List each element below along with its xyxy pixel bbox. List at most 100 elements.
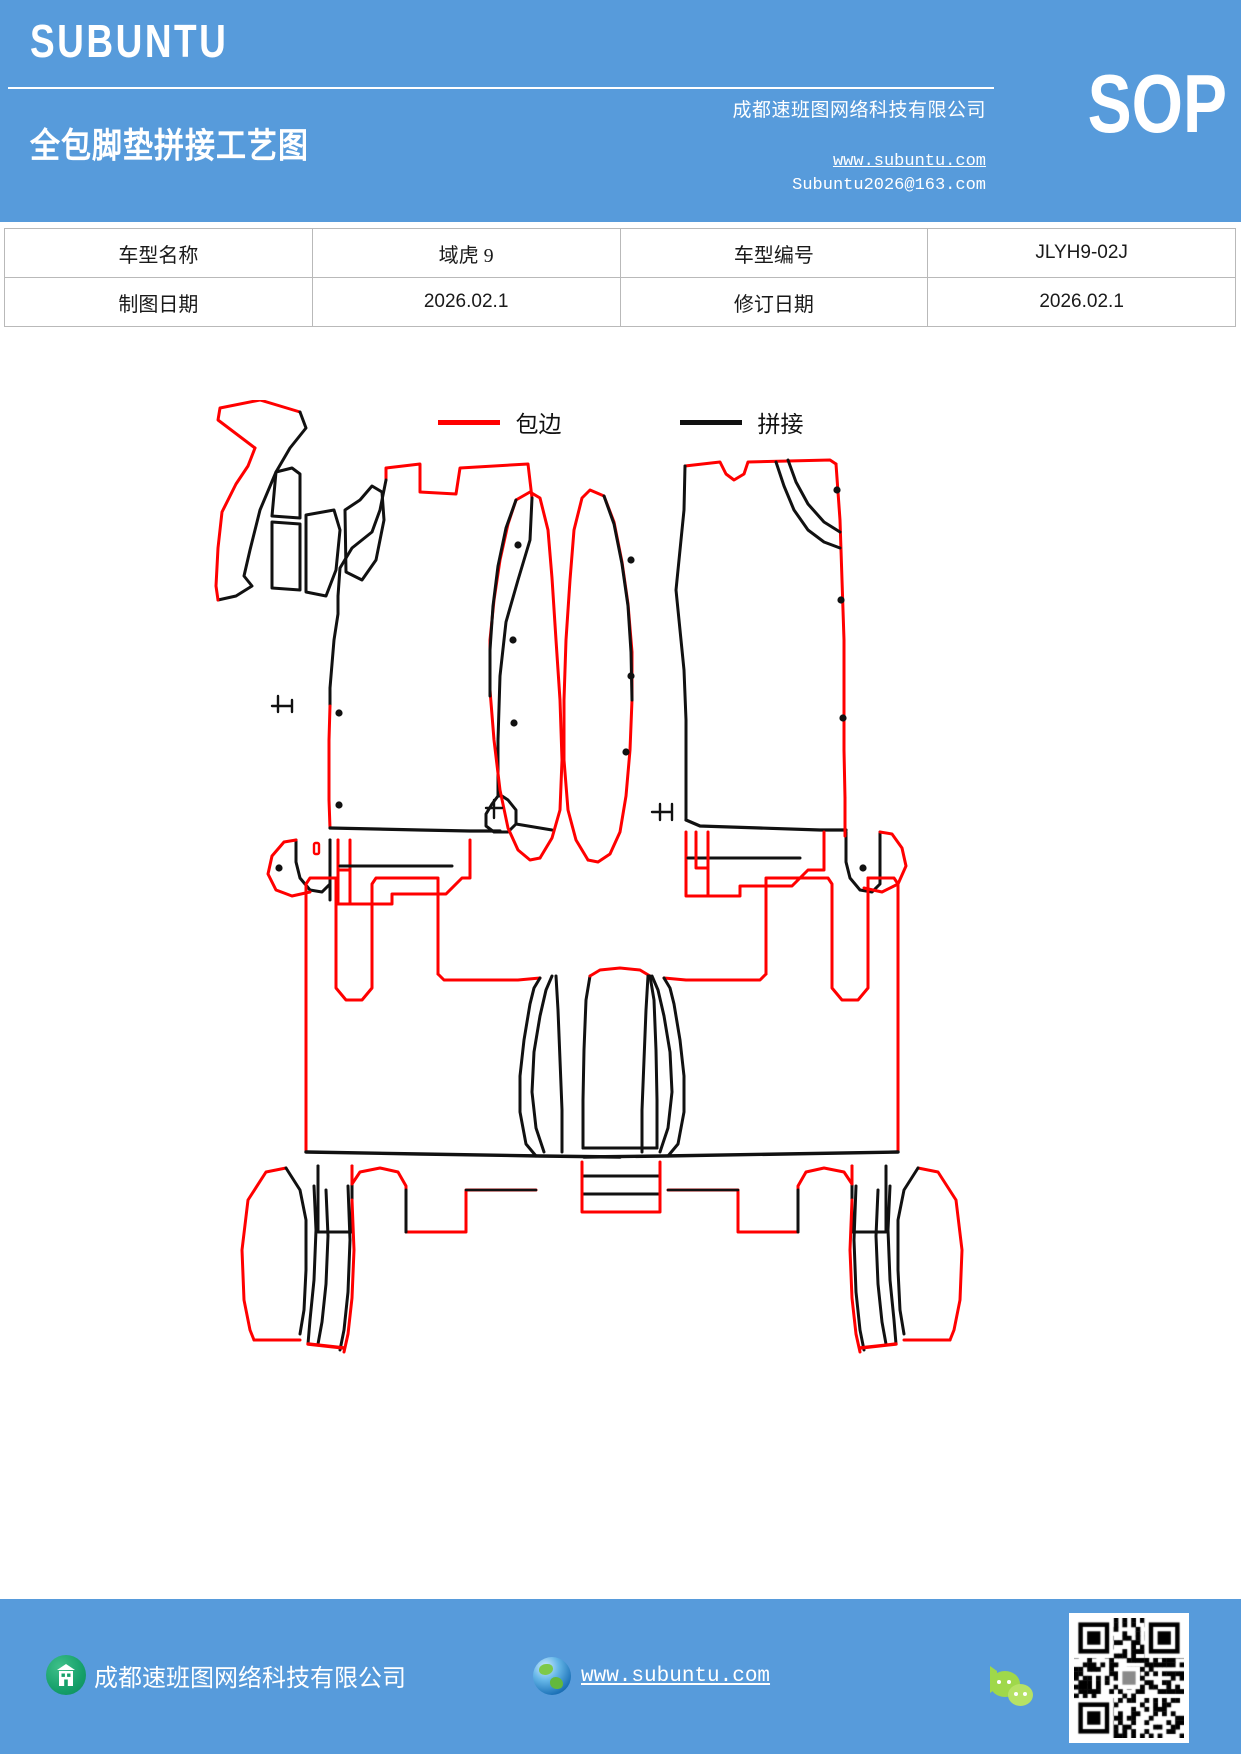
revision-date-value: 2026.02.1 (927, 277, 1236, 327)
driver-mat-bottom-seam (328, 826, 502, 833)
passenger-mat-right-edge (834, 462, 847, 800)
rear-right-upper-edge (662, 972, 768, 982)
rear-sill-right-edge (666, 1164, 854, 1234)
rear-left-strip-edge (342, 1198, 356, 1354)
legend-label-seam: 拼接 (757, 412, 804, 437)
legend-swatch-black-line-icon (679, 419, 742, 425)
mat-technical-drawing (0, 400, 1241, 1400)
driver-align-dot-6 (510, 719, 518, 727)
passenger-side-flap-left-edge (562, 488, 606, 862)
table-row: 车型名称 域虎 9 车型编号 JLYH9-02J (4, 228, 1236, 278)
footer-company-name: 成都速班图网络科技有限公司 (94, 1665, 406, 1692)
rear-mat-bottom-seam-left (304, 1150, 622, 1159)
rear-right-outer-edge (866, 876, 900, 1154)
doc-type-badge: SOP (1087, 57, 1227, 150)
qr-code-canvas (1074, 1618, 1184, 1738)
rear-right-tab-edge (764, 876, 870, 1002)
rear-tunnel-left-divider (554, 974, 564, 1154)
passenger-align-dot-3 (622, 748, 630, 756)
driver-side-flap-left-edge (488, 498, 542, 862)
rear-left-flap-outer-edge (240, 1166, 288, 1342)
rear-left-strip-bottom-edge (306, 1342, 346, 1350)
driver-kick-panel-edge (216, 400, 302, 450)
driver-side-flap-right-edge (514, 490, 564, 860)
footer-website-link[interactable]: www.subuntu.com (581, 1664, 771, 1688)
driver-mat-top-edge (384, 462, 534, 500)
footer-website[interactable]: www.subuntu.com (533, 1657, 770, 1695)
driver-sub-piece-c (304, 508, 342, 598)
driver-kick-left-edge (214, 446, 257, 602)
rear-floor-mat (240, 876, 964, 1354)
rear-sill-left-divider (316, 1164, 354, 1234)
page-footer: 成都速班图网络科技有限公司 www.subuntu.com (0, 1599, 1241, 1754)
driver-tick-mark-tunnel (484, 798, 504, 820)
rear-tunnel-left-gusset-inner (530, 974, 554, 1154)
passenger-tick-mark (650, 802, 674, 822)
rear-sill-left-edge (350, 1164, 538, 1234)
driver-align-dot-5 (509, 636, 517, 644)
rear-left-strip-seam-b (316, 1188, 330, 1346)
footer-company: 成都速班图网络科技有限公司 (46, 1655, 406, 1695)
wechat-icon (990, 1666, 1036, 1709)
globe-icon (533, 1657, 571, 1695)
passenger-align-dot-2 (627, 672, 635, 680)
vehicle-info-table: 车型名称 域虎 9 车型编号 JLYH9-02J 制图日期 2026.02.1 … (4, 228, 1236, 327)
model-code-label: 车型编号 (619, 228, 929, 278)
wechat-dot-4 (1023, 1692, 1027, 1696)
passenger-side-flap-seam (602, 494, 634, 702)
header-divider (8, 87, 994, 89)
passenger-heel-seam-inner (786, 458, 842, 534)
rear-right-strip-seam-b (874, 1188, 888, 1346)
rear-left-tab-edge (334, 876, 440, 1002)
driver-sill-left-piece-edge (266, 838, 312, 898)
legend-item-seam: 拼接 (679, 405, 804, 439)
rear-tunnel-strip-edge (580, 1160, 662, 1214)
passenger-mat-bottom-seam (684, 818, 848, 832)
passenger-side-flap-right-edge (586, 494, 634, 864)
driver-mat-left-lower-edge (327, 704, 332, 830)
rear-left-outer-edge (304, 876, 338, 1154)
rear-right-strip-seam-c (852, 1184, 866, 1352)
table-row: 制图日期 2026.02.1 修订日期 2026.02.1 (4, 277, 1236, 327)
rear-right-strip-seam-a (886, 1184, 898, 1346)
rear-left-strip-seam-a (306, 1184, 318, 1346)
passenger-sill-cap-edge (862, 830, 908, 894)
wechat-dot-2 (1007, 1680, 1011, 1684)
driver-align-dot-1 (335, 709, 343, 717)
rear-right-strip-edge (848, 1198, 862, 1354)
model-name-label: 车型名称 (4, 228, 313, 278)
driver-mat-left-seam (328, 478, 388, 708)
draw-date-value: 2026.02.1 (311, 277, 621, 327)
driver-align-dot-2 (335, 801, 343, 809)
rear-tunnel-strip-seams (580, 1174, 662, 1196)
header-company-name: 成都速班图网络科技有限公司 (732, 100, 986, 121)
revision-date-label: 修订日期 (619, 277, 929, 327)
rear-left-flap-inner-seam (284, 1166, 308, 1336)
driver-align-dot-3 (275, 864, 283, 872)
driver-tunnel-loop (484, 794, 518, 834)
driver-tunnel-right-seam (514, 822, 554, 832)
driver-side-mat (214, 400, 564, 906)
wechat-dot-3 (1014, 1692, 1018, 1696)
driver-sill-marker (312, 841, 321, 856)
driver-kick-panel-seam (216, 410, 308, 602)
qr-code (1069, 1613, 1189, 1743)
driver-tick-mark-left (270, 694, 294, 714)
header-website-link[interactable]: www.subuntu.com (832, 152, 986, 171)
rear-mat-bottom-seam-right (582, 1150, 900, 1159)
model-code-value: JLYH9-02J (927, 228, 1236, 278)
passenger-side-mat (562, 458, 908, 898)
passenger-align-dot-4 (833, 486, 841, 494)
rear-sill-right-divider (850, 1164, 888, 1234)
page-title: 全包脚垫拼接工艺图 (30, 127, 309, 166)
rear-tunnel-center-right-seam (648, 974, 659, 1150)
page-header: SUBUNTU 全包脚垫拼接工艺图 SOP 成都速班图网络科技有限公司 www.… (0, 0, 1241, 222)
legend-swatch-red-line-icon (437, 419, 500, 425)
rear-tunnel-right-gusset-inner (650, 974, 674, 1154)
model-name-value: 域虎 9 (311, 228, 621, 278)
legend-item-binding: 包边 (437, 405, 562, 439)
legend-label-binding: 包边 (515, 412, 562, 437)
driver-sub-piece-b (270, 520, 302, 592)
driver-align-dot-4 (514, 541, 522, 549)
rear-tunnel-center-left-seam (581, 974, 592, 1150)
